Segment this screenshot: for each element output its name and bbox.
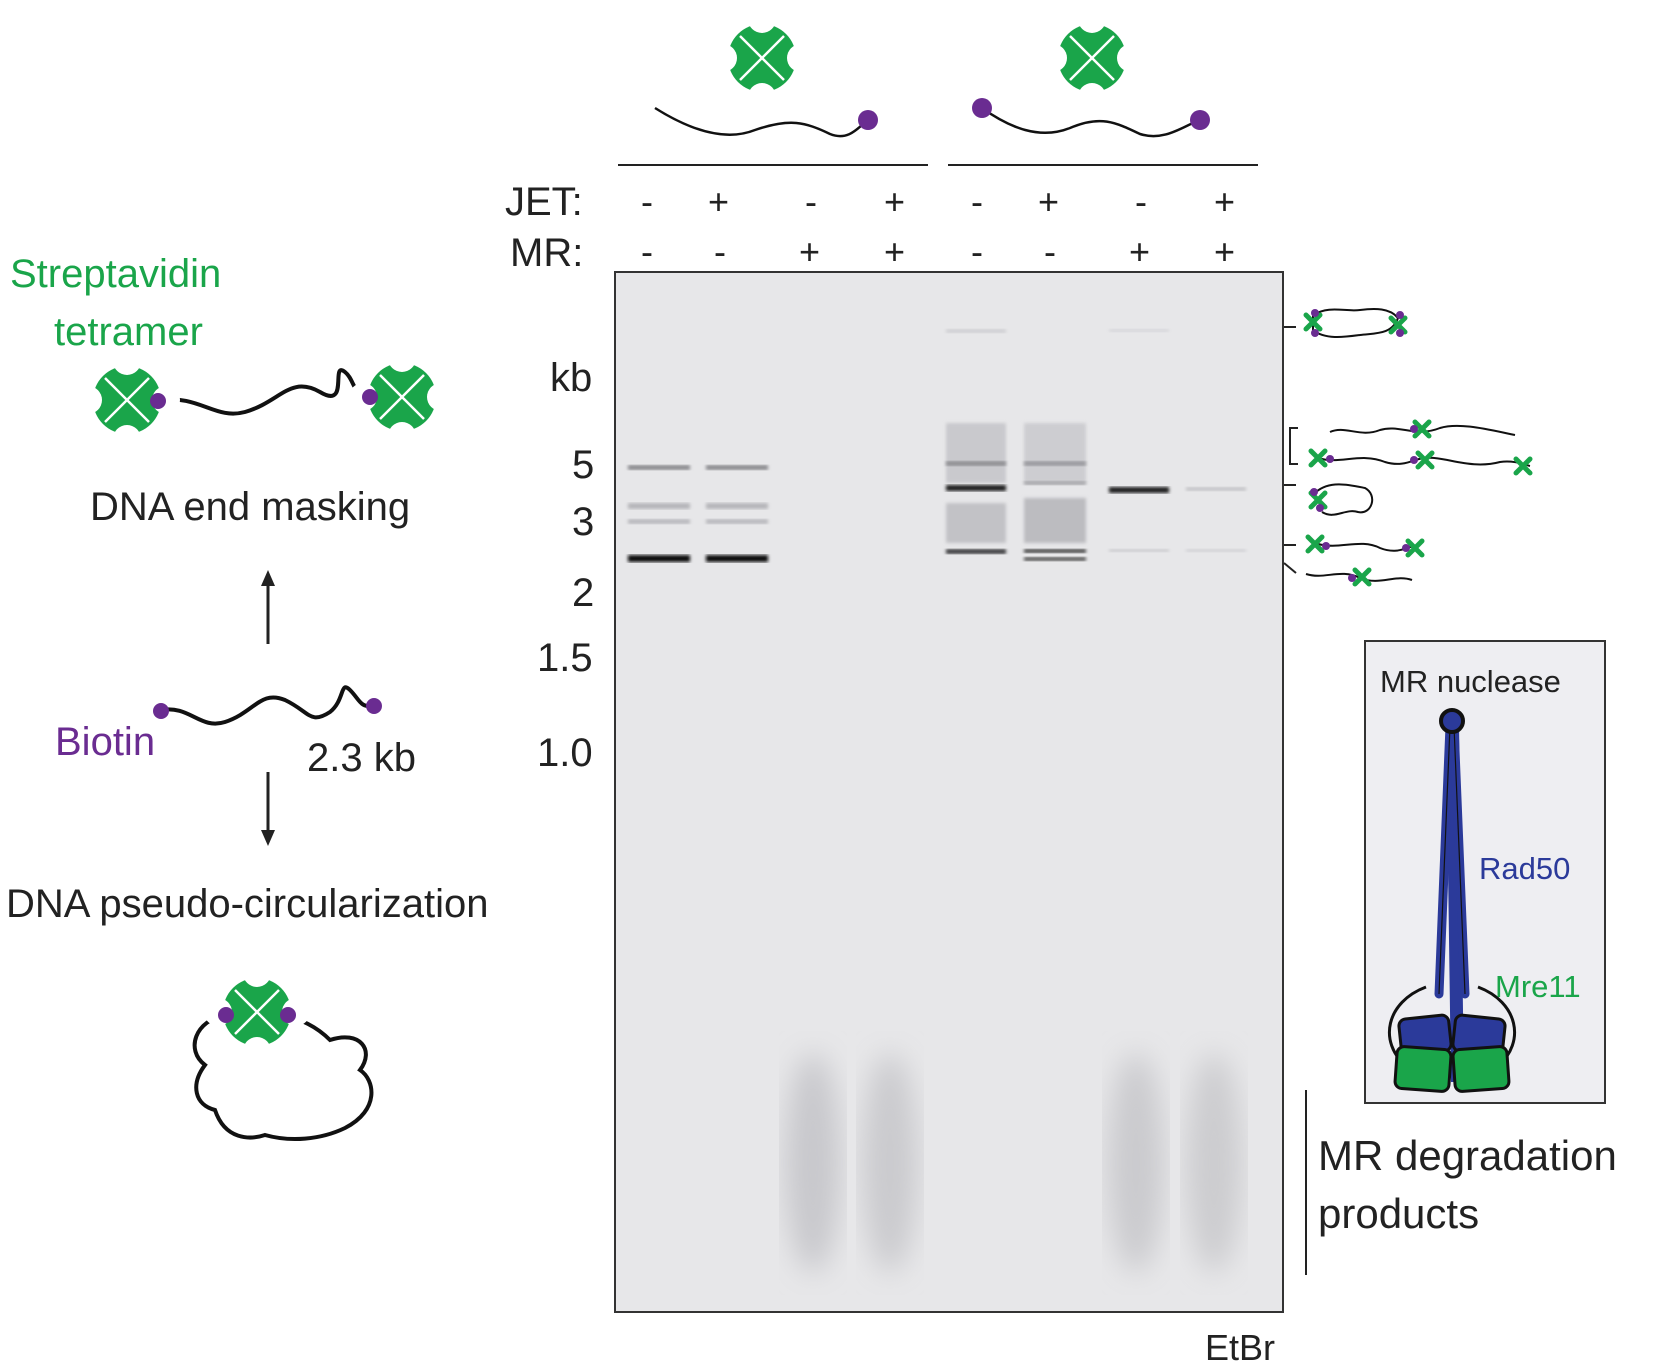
end-masking-label: DNA end masking <box>90 485 411 529</box>
marker-tick-2: 2 <box>572 571 595 615</box>
jet-lane-5: - <box>971 181 983 222</box>
marker-tick-1-0: 1.0 <box>537 731 593 775</box>
gel-smear <box>946 423 1006 483</box>
biotin-dot-icon <box>1190 110 1210 130</box>
stain-label: EtBr <box>1205 1327 1276 1368</box>
jet-lane-4: + <box>884 181 906 222</box>
gel-band <box>706 465 768 470</box>
gel-band <box>1186 549 1246 552</box>
agarose-gel <box>614 271 1284 1313</box>
mr-lane-3: + <box>799 231 821 272</box>
mr-nuclease-inset: MR nuclease Rad50 Mre11 <box>1364 640 1606 1104</box>
masked-dna-diagram <box>72 342 457 455</box>
dimer-circle-icon <box>1306 308 1405 338</box>
biotin-dot-icon <box>362 389 378 405</box>
mr-complex-diagram <box>1388 708 1516 1093</box>
biotin-dot-icon <box>972 98 992 118</box>
degradation-smear <box>862 1053 918 1273</box>
mr-lane-8: + <box>1214 231 1236 272</box>
jet-lane-8: + <box>1214 181 1236 222</box>
mr-lane-5: - <box>971 231 983 272</box>
gel-band <box>1186 487 1246 491</box>
gel-band <box>1024 549 1086 553</box>
linear-dimer-icon <box>1329 422 1516 436</box>
gel-band <box>1024 557 1086 561</box>
gel-band <box>1109 329 1169 332</box>
gel-band <box>706 519 768 524</box>
biotin-label: Biotin <box>55 720 156 764</box>
gel-band <box>1024 481 1086 485</box>
mr-nuclease-title: MR nuclease <box>1380 664 1561 699</box>
biotin-dot-icon <box>218 1007 234 1023</box>
gel-band <box>1109 487 1169 493</box>
gel-smear <box>1024 498 1086 543</box>
jet-lane-3: - <box>805 181 817 222</box>
circularization-label: DNA pseudo-circularization <box>6 882 489 926</box>
degradation-smear <box>1186 1053 1242 1273</box>
linear-monomer-two-ends-icon <box>1308 537 1422 555</box>
gel-bands <box>628 329 1246 1273</box>
gel-band <box>628 465 690 470</box>
gel-band <box>946 329 1006 333</box>
marker-tick-3: 3 <box>572 500 595 544</box>
single-biotin-substrate <box>618 3 928 166</box>
degradation-smear <box>1108 1053 1164 1273</box>
gel-band <box>1024 461 1086 466</box>
biotin-dot-icon <box>366 698 382 714</box>
linear-monomer-one-end-icon <box>1305 570 1413 584</box>
jet-row-label: JET: <box>505 180 583 224</box>
gel-band <box>628 519 690 524</box>
rad50-label: Rad50 <box>1479 851 1571 886</box>
jet-lane-1: - <box>641 181 653 222</box>
jet-lane-7: - <box>1135 181 1147 222</box>
biotinylated-dna-diagram <box>153 685 382 726</box>
jet-lane-6: + <box>1038 181 1060 222</box>
kb-unit-label: kb <box>550 356 593 400</box>
tetramer-label: tetramer <box>54 310 203 354</box>
zinc-hook-icon <box>1439 708 1465 734</box>
mr-lane-7: + <box>1129 231 1151 272</box>
up-arrow-icon <box>261 570 275 644</box>
mr-lane-6: - <box>1044 231 1056 272</box>
gel-band <box>706 503 768 509</box>
gel-band <box>946 461 1006 466</box>
mr-lane-1: - <box>641 231 653 272</box>
mre11-label: Mre11 <box>1495 969 1581 1004</box>
marker-tick-5: 5 <box>572 443 595 487</box>
gel-band <box>946 485 1006 491</box>
marker-tick-1-5: 1.5 <box>537 636 593 680</box>
biotin-dot-icon <box>153 703 169 719</box>
gel-band <box>1109 549 1169 552</box>
monomer-circle-icon <box>1310 483 1374 516</box>
mre11-subunit-icon <box>1393 1045 1453 1093</box>
linear-dimer-two-ends-icon <box>1311 451 1530 473</box>
biotin-dot-icon <box>280 1007 296 1023</box>
gel-band <box>946 549 1006 554</box>
mr-lane-2: - <box>714 231 726 272</box>
length-label: 2.3 kb <box>307 736 416 780</box>
mr-row-label: MR: <box>510 231 584 275</box>
double-biotin-substrate <box>948 3 1258 166</box>
gel-smear <box>1024 423 1086 483</box>
streptavidin-label: Streptavidin <box>10 252 222 296</box>
mr-lane-4: + <box>884 231 906 272</box>
biotin-dot-icon <box>858 110 878 130</box>
down-arrow-icon <box>261 772 275 846</box>
jet-lane-2: + <box>708 181 730 222</box>
mre11-subunit-icon <box>1451 1045 1511 1093</box>
biotin-dot-icon <box>150 393 166 409</box>
degradation-label: MR degradation <box>1318 1132 1617 1179</box>
circularized-dna-diagram <box>192 957 374 1142</box>
gel-smear <box>946 503 1006 543</box>
degradation-smear <box>785 1053 841 1273</box>
gel-band <box>706 555 768 562</box>
gel-band <box>628 555 690 562</box>
degradation-products-label: products <box>1318 1190 1480 1237</box>
gel-band <box>628 503 690 509</box>
